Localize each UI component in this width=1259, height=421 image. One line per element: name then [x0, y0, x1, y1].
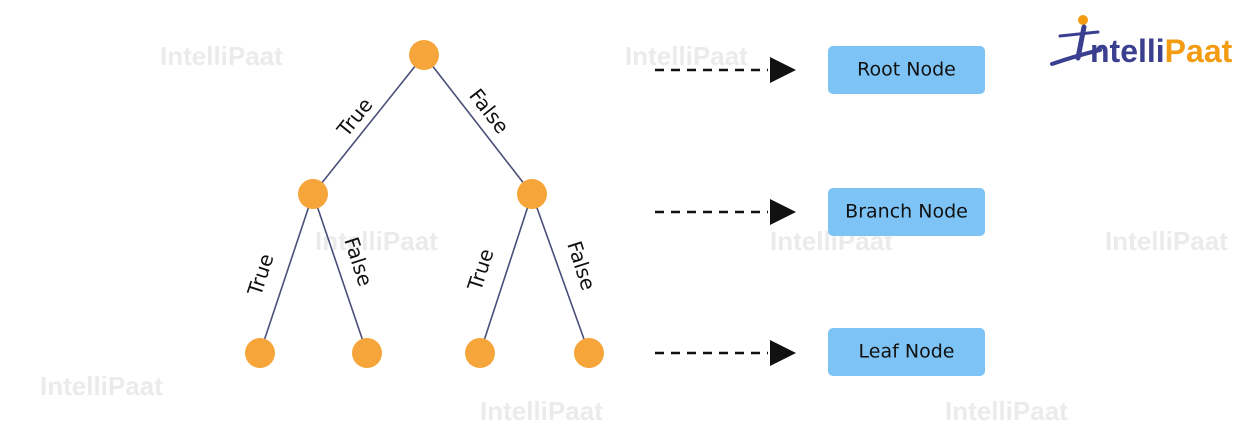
edge-root-right — [423, 54, 533, 195]
edge-labels: True False True False True False — [242, 84, 600, 299]
intellipaat-logo: ntelliPaat — [1050, 15, 1233, 69]
branch-arrowhead — [770, 199, 796, 225]
edge-right-right — [531, 193, 590, 354]
edge-right-left — [479, 193, 533, 354]
watermark: IntelliPaat — [315, 226, 438, 256]
watermark: IntelliPaat — [480, 396, 603, 421]
branch-node-right — [517, 179, 547, 209]
edge-root-left — [312, 54, 425, 195]
level-arrows — [655, 57, 796, 366]
edge-left-left — [259, 193, 314, 354]
edge-label-left-left: True — [242, 251, 278, 300]
root-node-box — [828, 46, 985, 94]
root-arrowhead — [770, 57, 796, 83]
leaf-node-1 — [245, 338, 275, 368]
leaf-node-3 — [465, 338, 495, 368]
watermark: IntelliPaat — [1105, 226, 1228, 256]
tree-nodes — [245, 40, 604, 368]
watermark: IntelliPaat — [625, 41, 748, 71]
edge-label-root-right: False — [464, 84, 514, 138]
leaf-node-4 — [574, 338, 604, 368]
edge-left-right — [312, 193, 368, 354]
tree-edges — [259, 54, 590, 354]
logo-text-second: Paat — [1165, 33, 1233, 69]
watermarks: IntelliPaat IntelliPaat IntelliPaat Inte… — [40, 41, 1228, 421]
root-node-label: Root Node — [857, 59, 956, 81]
watermark: IntelliPaat — [160, 41, 283, 71]
edge-label-right-left: True — [462, 246, 498, 295]
branch-node-left — [298, 179, 328, 209]
leaf-node-2 — [352, 338, 382, 368]
watermark: IntelliPaat — [945, 396, 1068, 421]
logo-text: ntelliPaat — [1090, 33, 1233, 69]
person-i-icon — [1050, 15, 1102, 66]
logo-text-first: ntelli — [1090, 33, 1165, 69]
leaf-node-label: Leaf Node — [859, 341, 955, 363]
level-legend: Root Node Branch Node Leaf Node — [828, 46, 985, 376]
branch-node-label: Branch Node — [845, 201, 968, 223]
leaf-node-box — [828, 328, 985, 376]
watermark: IntelliPaat — [40, 371, 163, 401]
edge-label-right-right: False — [562, 238, 600, 293]
root-node — [409, 40, 439, 70]
branch-node-box — [828, 188, 985, 236]
leaf-arrowhead — [770, 340, 796, 366]
edge-label-root-left: True — [332, 93, 378, 142]
